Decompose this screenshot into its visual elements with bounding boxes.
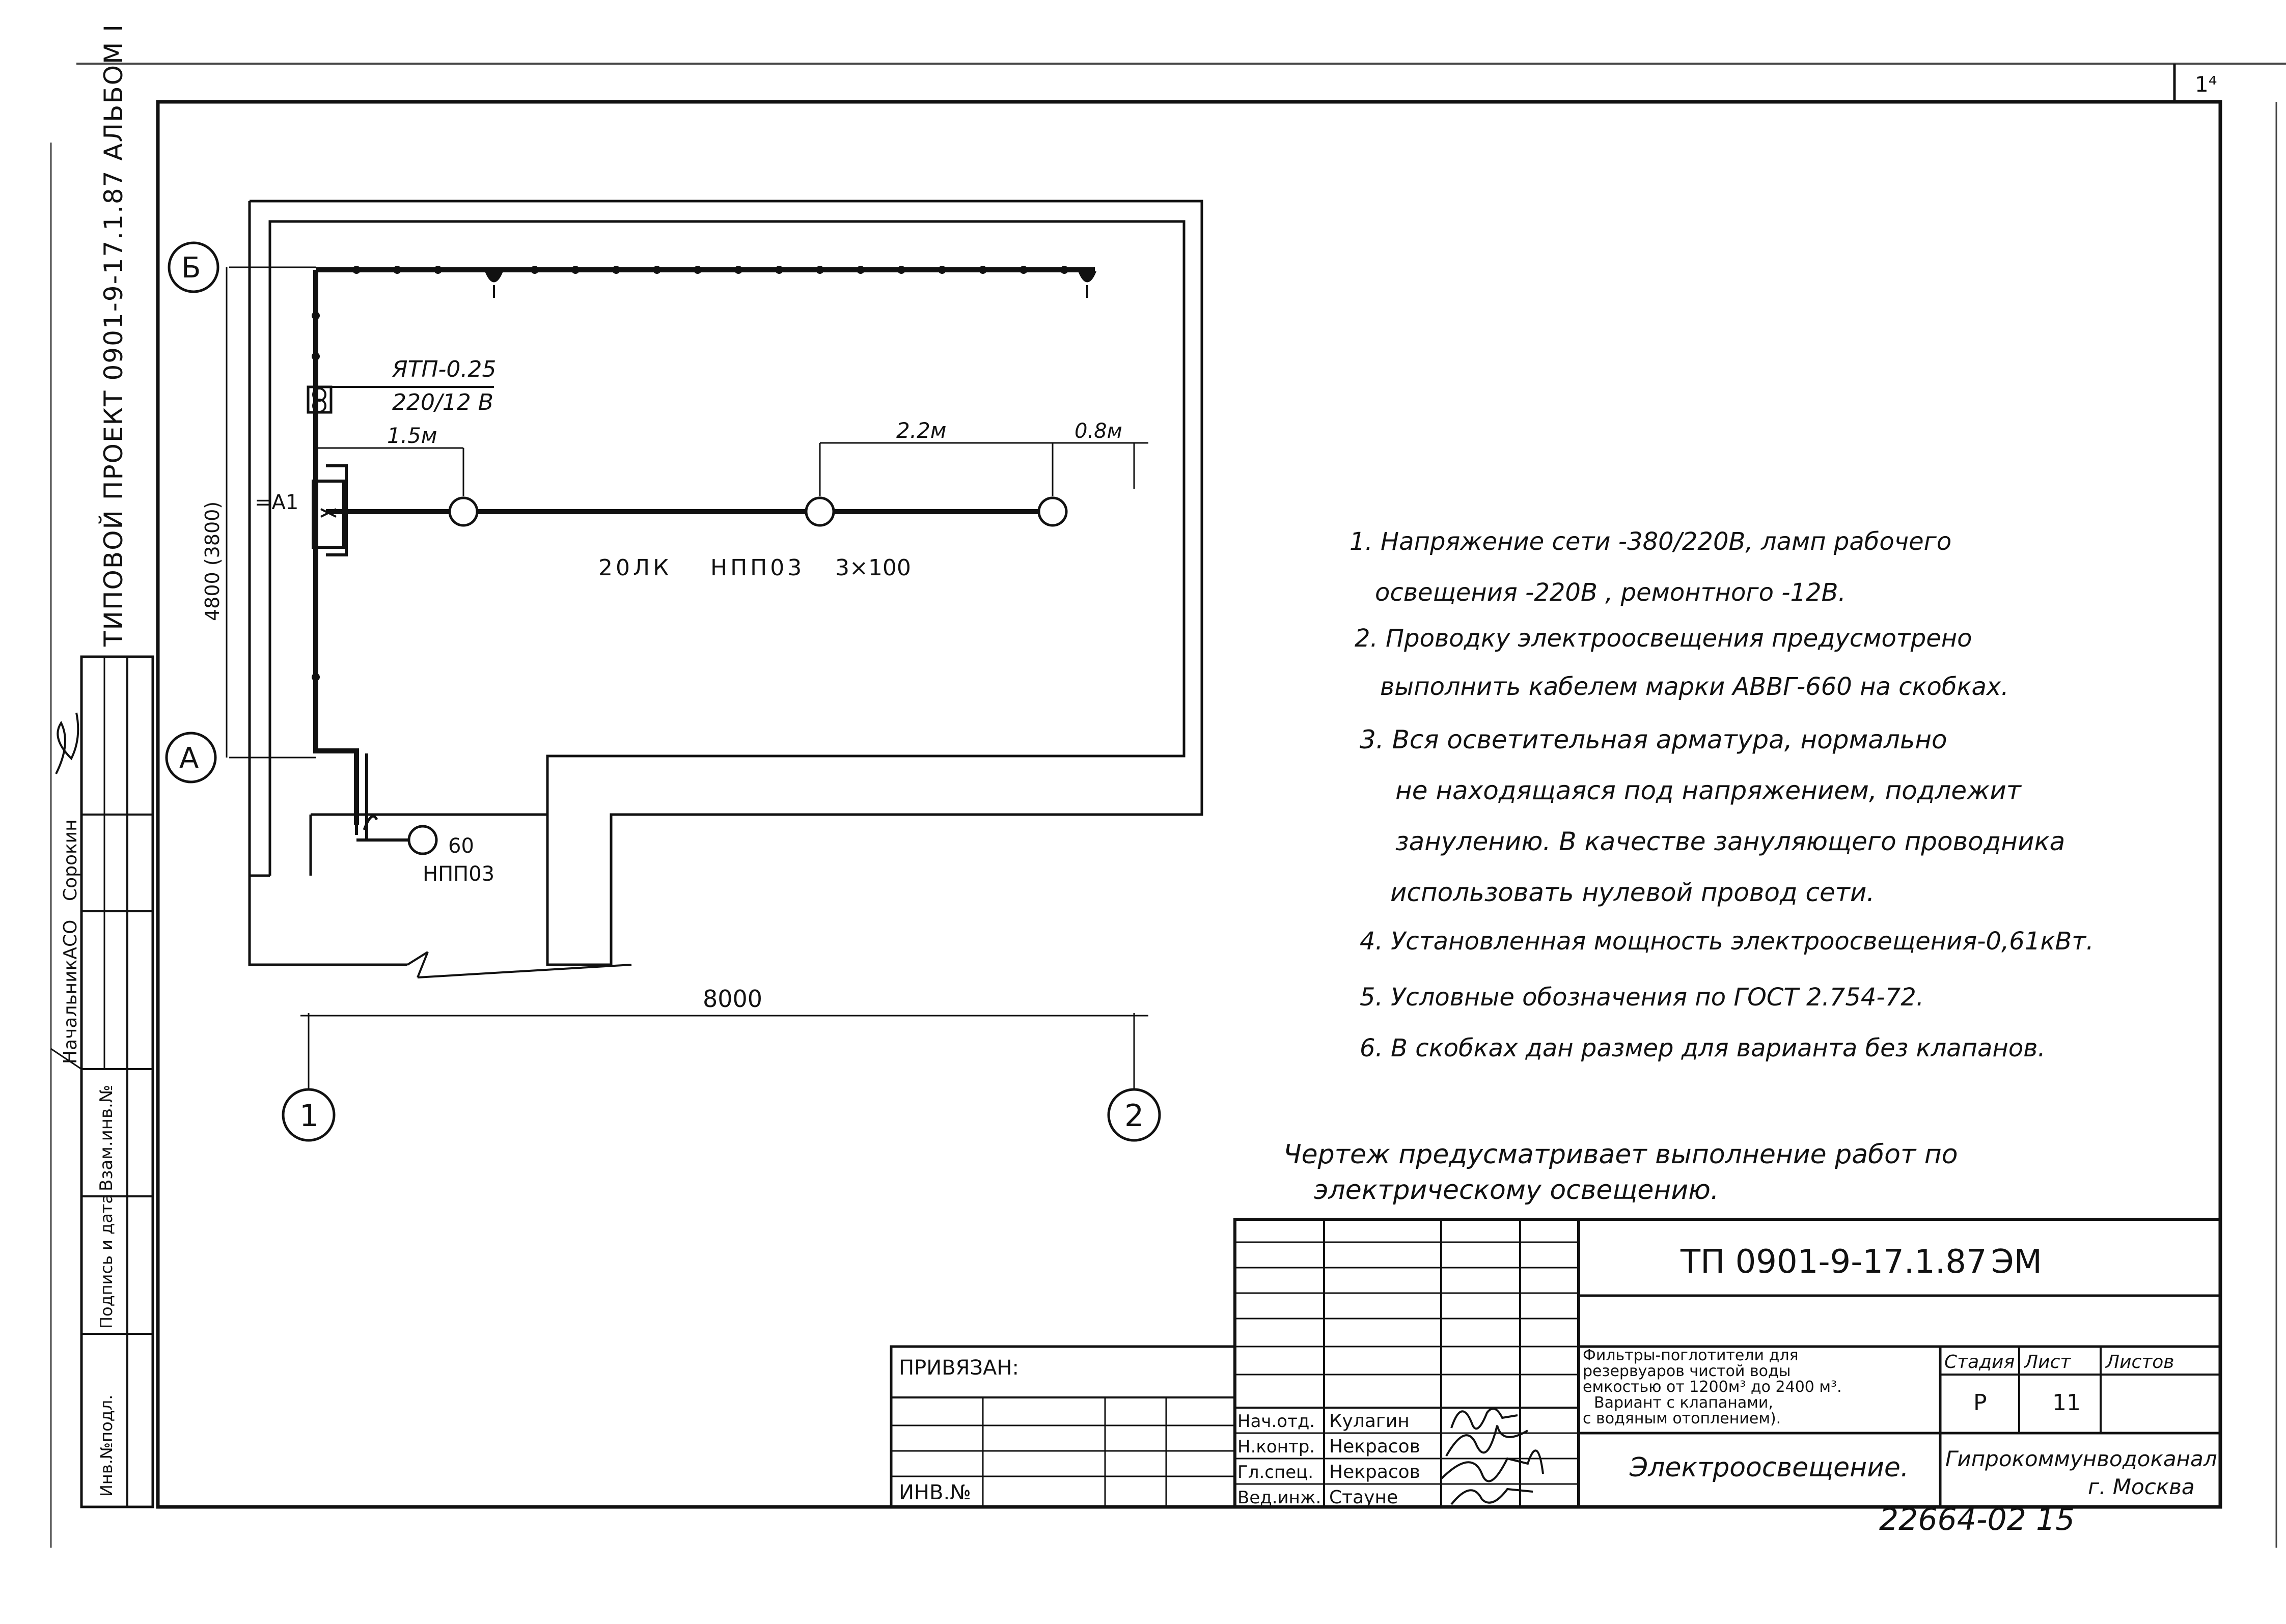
role-label: Н.контр. (1237, 1437, 1315, 1457)
role-label: Гл.спец. (1237, 1462, 1313, 1482)
stage-value: Р (1973, 1390, 1987, 1416)
signatures (1440, 1408, 1544, 1505)
lamp-60-label: 60 (448, 834, 474, 858)
side-label-sign-date: Подпись и дата (97, 1194, 116, 1329)
person-name: Кулагин (1329, 1411, 1410, 1432)
person-name: Некрасов (1329, 1462, 1420, 1482)
description-line: с водяным отоплением). (1583, 1410, 1781, 1427)
person-name: Некрасов (1329, 1436, 1420, 1457)
note-line: 5. Условные обозначения по ГОСТ 2.754-72… (1360, 983, 1924, 1012)
note-line: использовать нулевой провод сети. (1390, 878, 1875, 907)
lamps-count-label: 20ЛК (598, 555, 672, 581)
dim-0-8m: 0.8м (1075, 419, 1122, 443)
description-line: Вариант с клапанами, (1594, 1394, 1773, 1412)
transformer-label: ЯТП-0.25 (392, 356, 496, 382)
note-line: 4. Установленная мощность электроосвещен… (1360, 927, 2094, 956)
transformer-voltage: 220/12 В (392, 389, 493, 415)
note-line: выполнить кабелем марки АВВГ-660 на скоб… (1380, 673, 2009, 701)
description-line: резервуаров чистой воды (1583, 1362, 1791, 1380)
side-label-sorokin: Сорокин (60, 819, 81, 901)
fixture-spec-label: 3×100 (835, 555, 911, 581)
note-line: 6. В скобках дан размер для варианта без… (1360, 1034, 2046, 1062)
side-label-replace: Взам.инв.№ (96, 1085, 117, 1191)
work-note-line: Чертеж предусматривает выполнение работ … (1283, 1139, 1958, 1170)
dim-1-5m: 1.5м (387, 423, 437, 448)
privyazan-label: ПРИВЯЗАН: (899, 1356, 1019, 1380)
cable-markers (312, 266, 1068, 681)
side-title: ТИПОВОЙ ПРОЕКТ 0901-9-17.1.87 АЛЬБОМ I (98, 23, 128, 647)
note-line: 2. Проводку электроосвещения предусмотре… (1355, 624, 1972, 653)
side-label-inv: Инв.№подл. (97, 1395, 116, 1497)
side-title-strip: ТИПОВОЙ ПРОЕКТ 0901-9-17.1.87 АЛЬБОМ I С… (50, 23, 154, 1508)
axis-label-2: 2 (1124, 1098, 1144, 1134)
panel-label: =А1 (255, 491, 298, 514)
horizontal-dimension: 8000 (703, 985, 762, 1013)
doc-code: ТП 0901-9-17.1.87 (1680, 1243, 1987, 1281)
axis-bubbles (165, 241, 1161, 1142)
sheet-label: Лист (2023, 1352, 2071, 1373)
general-notes: 1. Напряжение сети -380/220В, ламп рабоч… (1349, 527, 2094, 1062)
footer-code: 22664-02 15 (1879, 1502, 2075, 1537)
sheet-value: 11 (2052, 1390, 2081, 1416)
note-line: 1. Напряжение сети -380/220В, ламп рабоч… (1349, 527, 1951, 556)
floor-plan (226, 200, 1203, 1089)
fixture-type-label: НПП03 (710, 555, 805, 581)
person-name: Стауне (1329, 1487, 1398, 1508)
inv-no-label: ИНВ.№ (899, 1481, 971, 1504)
note-line: освещения -220В , ремонтного -12В. (1375, 578, 1846, 607)
lamp-60-type: НПП03 (423, 862, 494, 886)
axis-label-b: Б (181, 251, 201, 285)
vertical-dimension: 4800 (3800) (201, 501, 224, 621)
description-line: емкостью от 1200м³ до 2400 м³. (1583, 1378, 1842, 1396)
description-line: Фильтры-поглотители для (1583, 1347, 1799, 1364)
sheet-title: Электроосвещение. (1629, 1452, 1909, 1483)
org-city: г. Москва (2088, 1474, 2195, 1499)
role-label: Нач.отд. (1237, 1411, 1315, 1432)
work-note-line: электрическому освещению. (1314, 1175, 1719, 1206)
axis-label-a: А (179, 742, 199, 775)
note-line: 3. Вся осветительная арматура, нормально (1360, 725, 1947, 754)
org-name: Гипрокоммунводоканал (1945, 1446, 2217, 1471)
note-line: занулению. В качестве зануляющего провод… (1395, 827, 2065, 856)
stage-label: Стадия (1944, 1352, 2015, 1373)
sheets-label: Листов (2105, 1352, 2174, 1373)
section-code: ЭМ (1991, 1243, 2042, 1281)
title-block (890, 1218, 2222, 1508)
corner-mark: 1⁴ (2195, 72, 2217, 97)
side-label-chief: НачальникАСО (60, 920, 81, 1064)
dim-2-2m: 2.2м (896, 418, 946, 443)
axis-label-1: 1 (299, 1098, 319, 1134)
note-line: не находящаяся под напряжением, подлежит (1395, 776, 2022, 805)
side-signature (55, 712, 79, 774)
role-label: Вед.инж. (1237, 1488, 1321, 1508)
